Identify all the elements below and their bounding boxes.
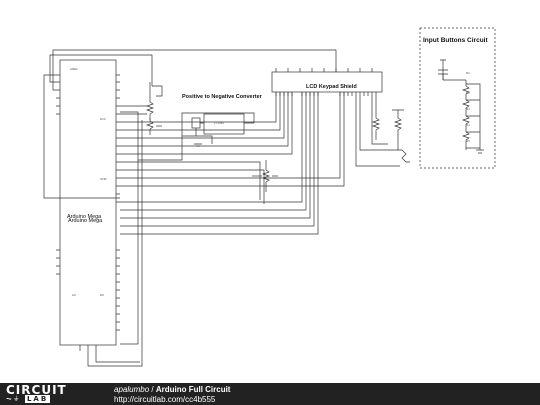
footer-bar: CIRCUIT ⏦⏚ LAB apalumbo / Arduino Full C…	[0, 383, 540, 405]
wire	[120, 92, 307, 211]
wire	[120, 92, 303, 203]
wire	[120, 161, 261, 200]
svg-text:R3: R3	[466, 107, 470, 111]
svg-text:D13: D13	[100, 117, 106, 121]
svg-text:R1: R1	[466, 71, 470, 75]
author-link[interactable]: apalumbo	[114, 385, 150, 394]
converter-label: Positive to Negative Converter	[182, 94, 263, 100]
wire	[120, 92, 289, 147]
svg-text:A0: A0	[72, 293, 76, 297]
wire	[120, 92, 281, 131]
arduino-label-2: Arduino Mega	[68, 218, 103, 224]
logo-text-bottom: ⏦⏚ LAB	[6, 395, 51, 404]
svg-text:R2: R2	[466, 91, 470, 95]
wire	[120, 92, 345, 187]
circuit-title: Arduino Full Circuit	[155, 385, 231, 394]
wire	[120, 92, 293, 155]
svg-text:R5: R5	[466, 139, 470, 143]
resistor-network-right	[355, 96, 410, 167]
wire	[52, 49, 337, 91]
svg-text:LT1054: LT1054	[214, 121, 224, 125]
wire	[120, 92, 319, 235]
wire	[120, 92, 315, 227]
logo-text-top: CIRCUIT	[6, 383, 67, 397]
logo-lab: LAB	[24, 395, 51, 403]
wire	[120, 169, 265, 204]
circuit-url[interactable]: http://circuitlab.com/cc4b555	[114, 395, 216, 404]
credit-separator: /	[149, 385, 156, 394]
wire	[49, 54, 153, 86]
input-buttons-circuit	[438, 59, 484, 154]
svg-text:GND: GND	[100, 177, 108, 181]
svg-text:R4: R4	[466, 123, 470, 127]
svg-text:D0: D0	[100, 293, 104, 297]
arduino-mega-board	[56, 59, 120, 351]
wire	[95, 351, 140, 363]
schematic-canvas: AREF D13 GND A0 D0 LT1054 R1 R2 R3 R4 R5…	[43, 27, 496, 367]
potentiometer-middle	[252, 160, 278, 192]
wire	[120, 92, 311, 219]
wire	[120, 92, 341, 179]
wire	[120, 92, 285, 139]
wire	[87, 120, 143, 367]
credit-line: apalumbo / Arduino Full Circuit	[114, 385, 230, 395]
input-buttons-label: Input Buttons Circuit	[423, 37, 488, 44]
arduino-label-1: Arduino Mega	[67, 214, 102, 220]
logo-wave-icon: ⏦⏚	[6, 395, 21, 403]
potentiometer-left	[145, 82, 163, 135]
converter-block	[138, 112, 255, 161]
lcd-label: LCD Keypad Shield	[306, 84, 357, 90]
wire	[120, 111, 139, 345]
svg-text:AREF: AREF	[70, 67, 78, 71]
lcd-keypad-shield	[271, 68, 383, 96]
input-buttons-box	[419, 27, 496, 169]
wire	[43, 74, 120, 199]
wire	[120, 92, 277, 123]
circuitlab-logo[interactable]: CIRCUIT ⏦⏚ LAB	[6, 384, 92, 404]
